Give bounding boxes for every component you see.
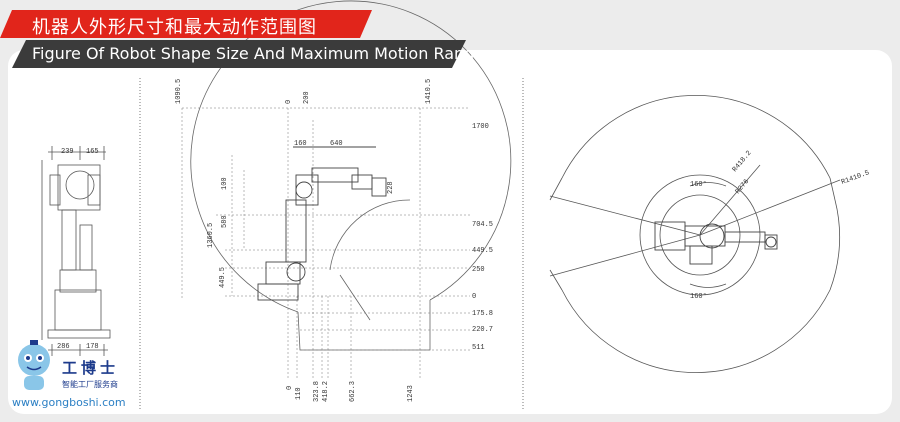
- title-chinese: 机器人外形尺寸和最大动作范围图: [32, 17, 317, 38]
- side-dim-arm-1: 160: [294, 140, 307, 148]
- title-english: Figure Of Robot Shape Size And Maximum M…: [32, 44, 485, 63]
- side-dim-arm-3: 228: [387, 181, 395, 194]
- top-view-envelope: [549, 95, 841, 373]
- side-dim-right-2: 704.5: [472, 221, 493, 229]
- side-dim-right-6: 175.8: [472, 310, 493, 318]
- side-dim-vert-4: 449.5: [219, 267, 227, 288]
- front-dim-2: 165: [86, 148, 99, 156]
- side-dim-right-3: 449.5: [472, 247, 493, 255]
- side-view-robot: [257, 146, 387, 301]
- mascot-logo-icon: [18, 340, 50, 390]
- top-dim-radius-3: R1410.5: [840, 169, 870, 187]
- side-dim-right-1: 1700: [472, 123, 489, 131]
- side-dim-vert-3: 100: [221, 177, 229, 190]
- front-dim-1: 239: [61, 148, 74, 156]
- side-dim-vert-1: 1360.5: [207, 223, 215, 248]
- front-view: [41, 146, 111, 356]
- side-dim-bottom-6: 1243: [407, 385, 415, 402]
- top-dim-angle-2: 160°: [690, 292, 707, 301]
- side-dim-bottom-3: 323.8: [313, 381, 321, 402]
- logo-url: www.gongboshi.com: [12, 396, 126, 409]
- front-dim-3: 286: [57, 343, 70, 351]
- side-view-dim-lines: [181, 107, 470, 378]
- logo-tagline: 智能工厂服务商: [62, 380, 118, 389]
- side-dim-right-8: 511: [472, 344, 485, 352]
- title-banner: [0, 10, 466, 68]
- logo-name: 工博士: [62, 359, 120, 377]
- side-dim-top-2: 0: [285, 100, 293, 104]
- side-dim-arm-2: 640: [330, 140, 343, 148]
- side-dim-top-1: 1090.5: [175, 79, 183, 104]
- top-dim-angle-1: 160°: [690, 180, 707, 189]
- side-dim-bottom-4: 418.2: [322, 381, 330, 402]
- side-dim-right-4: 250: [472, 266, 485, 274]
- side-dim-bottom-5: 662.3: [349, 381, 357, 402]
- side-dim-right-7: 220.7: [472, 326, 493, 334]
- side-dim-bottom-2: 110: [295, 387, 303, 400]
- front-dim-4: 178: [86, 343, 99, 351]
- top-view-robot: [654, 221, 778, 265]
- side-dim-vert-2: 580: [221, 215, 229, 228]
- top-dim-radius-1: R418.2: [731, 149, 753, 173]
- side-dim-bottom-1: 0: [286, 386, 294, 390]
- side-dim-top-4: 1410.5: [425, 79, 433, 104]
- side-dim-top-3: 200: [303, 91, 311, 104]
- side-dim-right-5: 0: [472, 293, 476, 301]
